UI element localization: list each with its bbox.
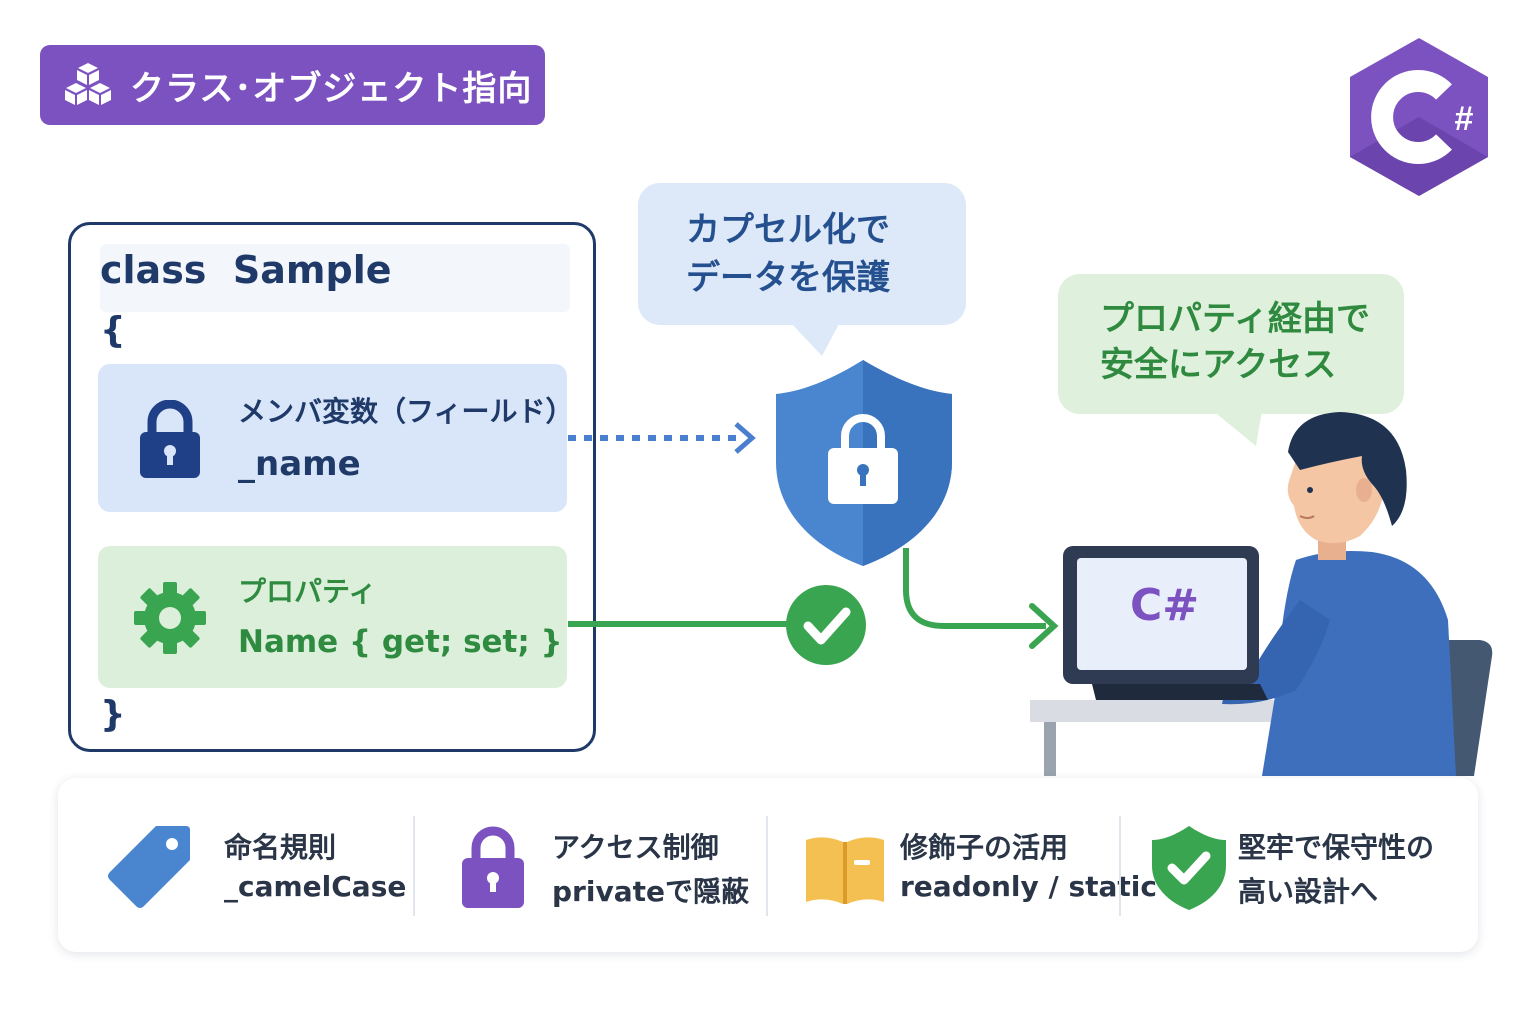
encapsulation-bubble [638, 183, 966, 325]
lock-icon [448, 822, 538, 912]
feature-1-line-2: _camelCase [224, 870, 407, 903]
access-arrow [903, 548, 1046, 629]
property-label: プロパティ [238, 575, 377, 608]
encapsulation-bubble-tail [790, 322, 840, 356]
laptop-screen [1077, 558, 1247, 670]
property-code: Name { get; set; } [238, 624, 563, 660]
access-line-2: 安全にアクセス [1100, 345, 1337, 385]
tag-icon [104, 822, 194, 912]
feature-divider [766, 816, 768, 916]
dotted-arrow-head [734, 422, 756, 454]
shield-lock-icon [776, 360, 952, 566]
access-bubble-tail [1212, 410, 1262, 446]
book-icon [800, 822, 890, 912]
class-name: Sample [232, 248, 392, 292]
csharp-logo: # [1346, 36, 1492, 198]
laptop-base [1092, 684, 1268, 700]
person-ear [1356, 478, 1372, 502]
topic-badge: クラス･オブジェクト指向 [40, 45, 545, 125]
field-name: _name [238, 444, 361, 484]
lock-icon [136, 399, 204, 480]
shield-check-icon [1144, 822, 1234, 912]
close-brace: } [100, 694, 126, 735]
class-keyword: class [100, 248, 207, 292]
feature-4-line-2: 高い設計へ [1238, 875, 1379, 908]
access-bubble [1058, 274, 1404, 414]
feature-4-line-1: 堅牢で保守性の [1238, 831, 1435, 864]
feature-1-line-1: 命名規則 [224, 831, 337, 864]
cubes-icon [65, 63, 111, 105]
open-brace: { [100, 310, 126, 351]
feature-divider [413, 816, 415, 916]
feature-2-line-1: アクセス制御 [552, 831, 719, 864]
encapsulation-line-2: データを保護 [686, 258, 890, 298]
logo-hash: # [1455, 100, 1474, 138]
desk-leg [1044, 722, 1056, 776]
feature-3-line-1: 修飾子の活用 [900, 831, 1069, 864]
encapsulation-text: カプセル化で データを保護 [638, 206, 966, 302]
person-eye [1307, 487, 1313, 493]
check-circle-icon [786, 585, 866, 665]
encapsulation-line-1: カプセル化で [686, 210, 890, 250]
access-arrow-head [1029, 603, 1059, 649]
topic-title: クラス･オブジェクト指向 [130, 68, 533, 109]
feature-panel [58, 778, 1478, 952]
person-hair [1288, 412, 1407, 526]
laptop-screen-text: C# [1130, 580, 1200, 631]
gear-icon [132, 580, 208, 656]
person-mouth [1299, 515, 1315, 519]
class-header-bg [100, 244, 570, 312]
access-line-1: プロパティ経由で [1100, 299, 1370, 339]
access-text: プロパティ経由で 安全にアクセス [1058, 296, 1404, 388]
feature-divider [1119, 816, 1121, 916]
field-label: メンバ変数（フィールド） [238, 395, 574, 428]
feature-3-line-2: readonly / static [900, 870, 1158, 903]
feature-2-line-2: privateで隠蔽 [552, 875, 749, 908]
class-declaration: class Sample [100, 248, 392, 292]
